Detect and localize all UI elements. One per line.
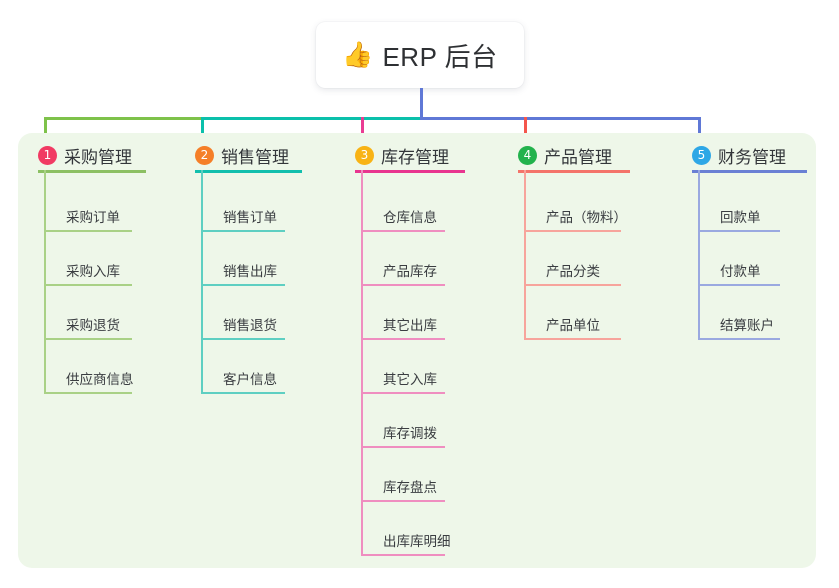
- leaf-underline: [201, 338, 285, 340]
- leaf-label: 供应商信息: [66, 372, 134, 387]
- branch-header-销售管理[interactable]: 2 销售管理: [195, 143, 289, 168]
- leaf-label: 付款单: [720, 264, 761, 279]
- leaf-label: 客户信息: [223, 372, 277, 387]
- leaf-label: 库存调拨: [383, 426, 437, 441]
- leaf-label: 采购订单: [66, 210, 120, 225]
- leaf-underline: [361, 284, 445, 286]
- leaf-underline: [44, 284, 132, 286]
- leaf-label: 采购入库: [66, 264, 120, 279]
- branch-underline: [355, 170, 465, 173]
- branch-spine: [201, 170, 203, 392]
- branch-underline: [195, 170, 302, 173]
- branch-drop-line-1: [44, 117, 47, 147]
- branch-underline: [518, 170, 630, 173]
- branch-header-库存管理[interactable]: 3 库存管理: [355, 143, 449, 168]
- leaf-underline: [44, 392, 132, 394]
- leaf-underline: [361, 392, 445, 394]
- branch-header-财务管理[interactable]: 5 财务管理: [692, 143, 786, 168]
- leaf-label: 采购退货: [66, 318, 120, 333]
- root-trunk-line: [420, 88, 423, 119]
- branch-title: 销售管理: [221, 148, 289, 167]
- leaf-label: 产品（物料）: [546, 210, 627, 225]
- branch-spine: [698, 170, 700, 338]
- branch-header-产品管理[interactable]: 4 产品管理: [518, 143, 612, 168]
- leaf-label: 产品单位: [546, 318, 600, 333]
- leaf-underline: [361, 446, 445, 448]
- leaf-label: 其它出库: [383, 318, 437, 333]
- leaf-underline: [524, 284, 621, 286]
- branch-spine: [361, 170, 363, 554]
- leaf-label: 出库库明细: [383, 534, 451, 549]
- leaf-label: 销售订单: [223, 210, 277, 225]
- branch-drop-line-3: [361, 117, 364, 147]
- branch-spine: [524, 170, 526, 338]
- leaf-underline: [361, 338, 445, 340]
- leaf-underline: [44, 338, 132, 340]
- branch-header-采购管理[interactable]: 1 采购管理: [38, 143, 132, 168]
- leaf-underline: [201, 284, 285, 286]
- leaf-label: 结算账户: [720, 318, 774, 333]
- leaf-underline: [201, 392, 285, 394]
- bus-segment-3: [420, 117, 701, 120]
- thumbs-up-icon: 👍: [342, 40, 374, 69]
- branch-number-badge: 5: [692, 146, 711, 165]
- branch-panel: [18, 133, 816, 568]
- branch-number-badge: 2: [195, 146, 214, 165]
- leaf-label: 产品库存: [383, 264, 437, 279]
- leaf-label: 其它入库: [383, 372, 437, 387]
- branch-drop-line-5: [698, 117, 701, 147]
- branch-title: 产品管理: [544, 148, 612, 167]
- branch-title: 库存管理: [381, 148, 449, 167]
- bus-segment-2: [201, 117, 423, 120]
- leaf-underline: [524, 230, 621, 232]
- branch-drop-line-2: [201, 117, 204, 147]
- branch-underline: [38, 170, 146, 173]
- leaf-label: 产品分类: [546, 264, 600, 279]
- leaf-underline: [201, 230, 285, 232]
- leaf-underline: [524, 338, 621, 340]
- root-node-title: ERP 后台: [382, 41, 498, 72]
- leaf-label: 库存盘点: [383, 480, 437, 495]
- leaf-label: 销售退货: [223, 318, 277, 333]
- branch-title: 采购管理: [64, 148, 132, 167]
- leaf-underline: [361, 554, 445, 556]
- branch-number-badge: 4: [518, 146, 537, 165]
- leaf-underline: [361, 500, 445, 502]
- branch-spine: [44, 170, 46, 392]
- root-node[interactable]: 👍 ERP 后台: [316, 22, 524, 88]
- leaf-label: 仓库信息: [383, 210, 437, 225]
- branch-number-badge: 1: [38, 146, 57, 165]
- branch-drop-line-4: [524, 117, 527, 147]
- leaf-label: 回款单: [720, 210, 761, 225]
- leaf-underline: [698, 230, 780, 232]
- leaf-underline: [44, 230, 132, 232]
- leaf-underline: [698, 284, 780, 286]
- leaf-underline: [361, 230, 445, 232]
- leaf-label: 销售出库: [223, 264, 277, 279]
- branch-number-badge: 3: [355, 146, 374, 165]
- branch-underline: [692, 170, 807, 173]
- branch-title: 财务管理: [718, 148, 786, 167]
- bus-segment-1: [44, 117, 204, 120]
- leaf-underline: [698, 338, 780, 340]
